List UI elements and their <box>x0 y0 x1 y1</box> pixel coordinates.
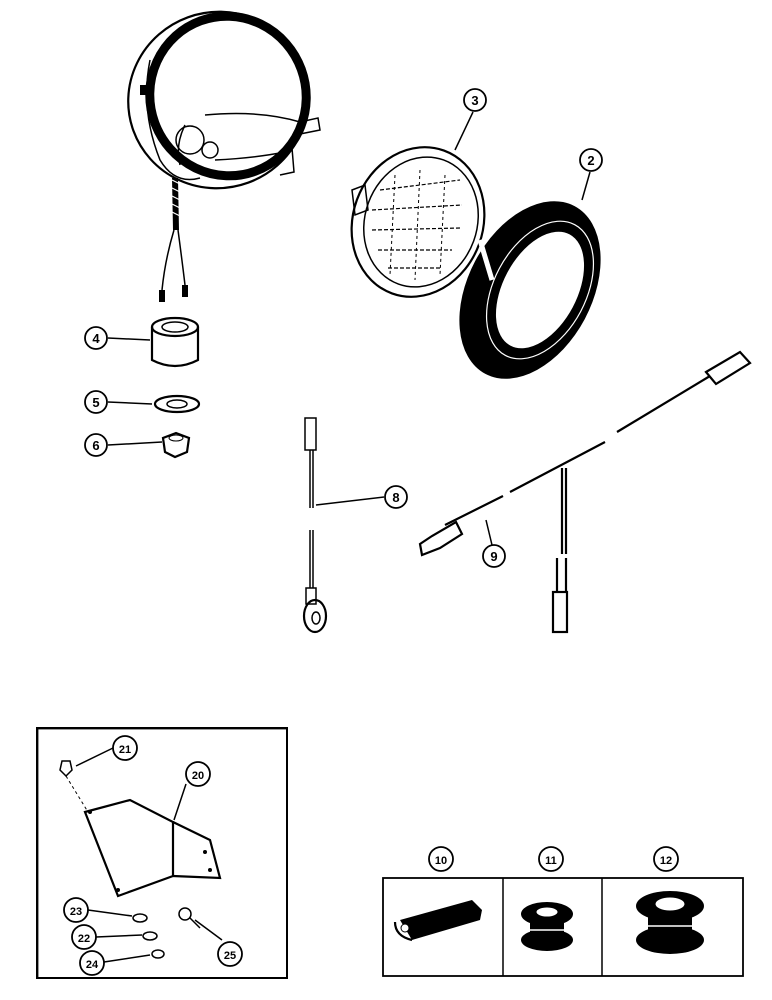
callout-5: 5 <box>84 390 108 414</box>
callout-24: 24 <box>79 950 105 976</box>
wire-harness <box>418 350 752 634</box>
callout-2: 2 <box>579 148 603 172</box>
callout-6: 6 <box>84 433 108 457</box>
callout-11: 11 <box>538 846 564 872</box>
lamp-housing <box>127 10 321 302</box>
callout-23: 23 <box>63 897 89 923</box>
callout-6-text: 6 <box>92 438 99 453</box>
bracket-inset <box>36 727 288 979</box>
callout-12-text: 12 <box>660 855 672 867</box>
callout-9-text: 9 <box>490 549 497 564</box>
callout-23-text: 23 <box>70 906 82 918</box>
callout-4-text: 4 <box>92 331 100 346</box>
callout-12: 12 <box>653 846 679 872</box>
callout-10-text: 10 <box>435 855 447 867</box>
callout-4: 4 <box>84 326 108 350</box>
callout-20-text: 20 <box>192 770 204 782</box>
callout-20: 20 <box>185 761 211 787</box>
callout-2-text: 2 <box>587 153 594 168</box>
callout-22-text: 22 <box>78 933 90 945</box>
callout-8-text: 8 <box>392 490 399 505</box>
callout-3-text: 3 <box>471 93 478 108</box>
callout-24-text: 24 <box>86 959 99 971</box>
callout-11-text: 11 <box>545 855 557 867</box>
grommet-box <box>382 877 744 977</box>
nut <box>161 431 191 459</box>
callout-5-text: 5 <box>92 395 99 410</box>
callout-21: 21 <box>112 735 138 761</box>
callout-10: 10 <box>428 846 454 872</box>
callout-25: 25 <box>217 941 243 967</box>
callout-8: 8 <box>384 485 408 509</box>
callout-9: 9 <box>482 544 506 568</box>
callout-21-text: 21 <box>119 744 131 756</box>
callout-3: 3 <box>463 88 487 112</box>
wire-lead <box>302 417 328 634</box>
spacer <box>150 316 200 368</box>
callout-25-text: 25 <box>224 950 236 962</box>
rubber-ring <box>459 201 601 379</box>
leader-lines <box>75 111 591 963</box>
washer <box>153 394 201 414</box>
callout-22: 22 <box>71 924 97 950</box>
